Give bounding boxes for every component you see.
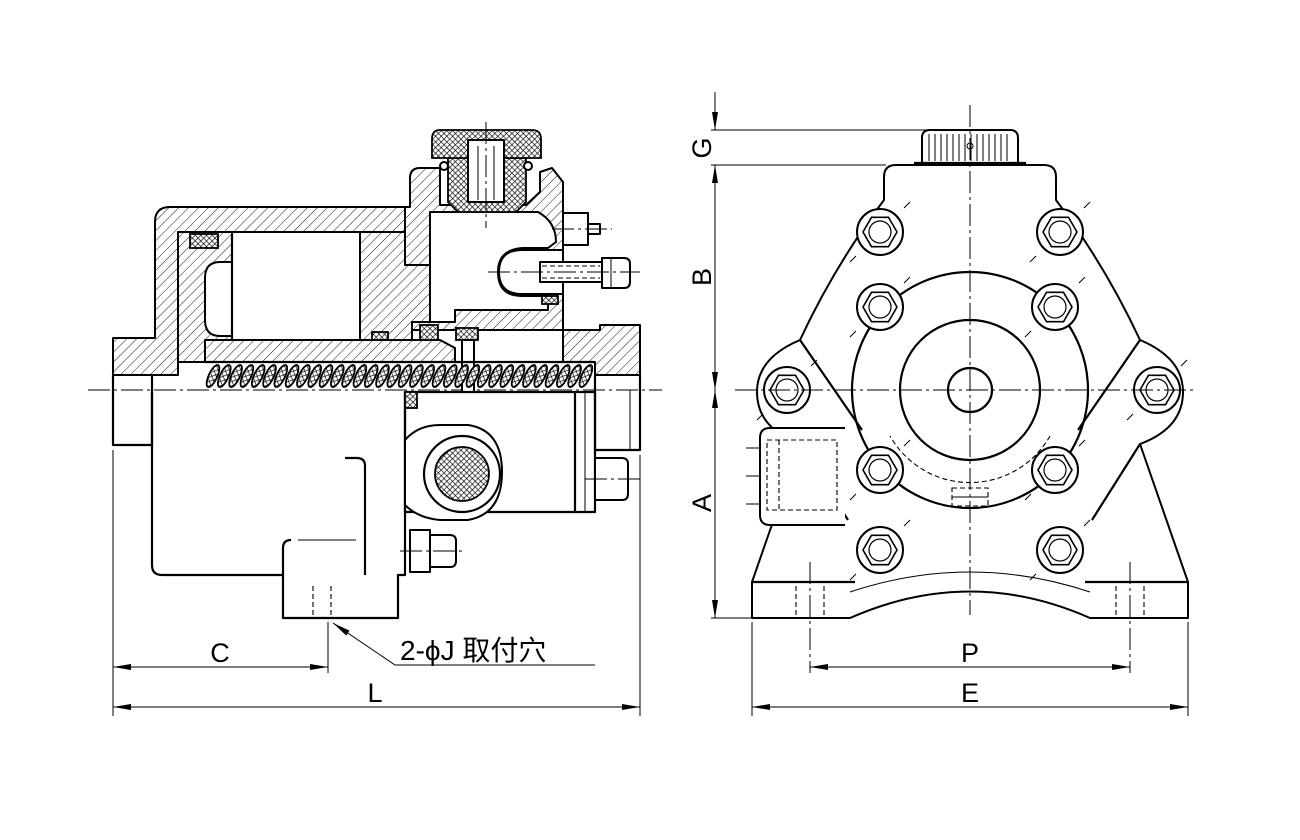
- spring-coil: [262, 364, 277, 388]
- spring-coil: [352, 364, 368, 388]
- spring-coil: [217, 364, 232, 388]
- spring-coil: [420, 364, 435, 388]
- spring-coil: [567, 364, 582, 388]
- mounting-hole-leader: [332, 622, 595, 666]
- spring-coil: [443, 364, 458, 388]
- dimension-label-c: C: [210, 638, 230, 668]
- side-section-view: [88, 122, 662, 620]
- front-body-outline: [751, 164, 1189, 619]
- spring-coil: [239, 364, 255, 388]
- dimension-label-g: G: [687, 137, 717, 158]
- dimension-label-b: B: [687, 268, 717, 286]
- mounting-hole-note: 2-ϕJ 取付穴: [400, 635, 546, 666]
- seal-ring: [189, 233, 219, 249]
- side-port-thread: [766, 439, 838, 511]
- spring-coil: [228, 364, 243, 388]
- spring-coil: [341, 364, 356, 388]
- knurled-knob: [434, 446, 490, 502]
- spring-coil: [296, 364, 311, 388]
- front-view: [735, 105, 1196, 619]
- spring-coil: [409, 364, 424, 388]
- right-boss-lower: [593, 375, 642, 452]
- rib-edge: [1091, 443, 1141, 521]
- spring-coil: [205, 364, 221, 388]
- o-ring: [523, 161, 533, 171]
- spring-coil: [273, 364, 289, 388]
- rib-edge: [1077, 339, 1141, 431]
- spring-coil: [556, 364, 571, 388]
- foot-edge: [281, 538, 292, 575]
- lower-body-outline: [150, 392, 407, 620]
- dimension-label-l: L: [367, 678, 382, 708]
- side-bolt-head: [601, 257, 631, 289]
- spring-coil: [330, 364, 345, 388]
- dimension-label-a: A: [687, 494, 717, 512]
- spring-coil: [375, 364, 390, 388]
- seal-ring: [371, 331, 389, 341]
- seal-ring: [541, 295, 559, 305]
- small-seal: [419, 324, 439, 341]
- small-key: [404, 391, 418, 409]
- spring-coil: [476, 364, 492, 388]
- spring-coil: [397, 364, 413, 388]
- sleeve-band-section: [204, 339, 456, 363]
- spring-coil: [499, 364, 515, 388]
- spring-coil: [318, 364, 334, 388]
- dimension-label-p: P: [961, 638, 979, 668]
- spring-coil: [386, 364, 402, 388]
- spring-coil: [488, 364, 503, 388]
- spring-coil: [533, 364, 548, 388]
- dimensions: G B A P E C L 2-ϕJ 取付穴: [112, 92, 1189, 716]
- spring-coil: [578, 364, 594, 388]
- spring-coil: [363, 364, 379, 388]
- spring: [205, 360, 595, 388]
- spring-coil: [431, 364, 447, 388]
- spring-coil: [544, 364, 560, 388]
- spring-coil: [454, 364, 469, 388]
- o-ring: [439, 161, 449, 171]
- pin-head: [455, 327, 479, 341]
- knob-ring: [422, 434, 502, 514]
- spring-coil: [522, 364, 537, 388]
- body-inner-edge: [345, 456, 367, 575]
- spring-coil: [465, 364, 481, 388]
- spring-coil: [250, 364, 266, 388]
- left-boss: [111, 375, 154, 447]
- spring-coil: [307, 364, 322, 388]
- spring-coil: [284, 364, 300, 388]
- spring-coil: [510, 364, 526, 388]
- rib-edge: [799, 339, 863, 431]
- dimension-label-e: E: [961, 678, 979, 708]
